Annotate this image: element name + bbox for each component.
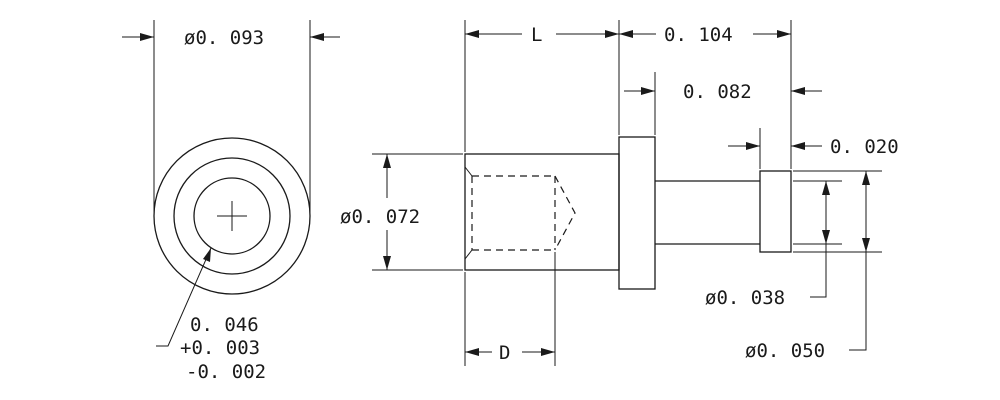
label-overall-length: 0. 104 <box>664 24 733 46</box>
end-view: ø0. 093 0. 046 +0. 003 -0. 002 <box>122 20 340 383</box>
collar-outline <box>759 170 792 253</box>
arrow-L-right <box>605 30 619 38</box>
arrow-050-top <box>862 171 870 185</box>
chamfer-bottom <box>464 249 473 260</box>
label-outer-diameter: ø0. 093 <box>184 27 264 49</box>
label-L: L <box>531 24 542 46</box>
hidden-drill-point <box>554 175 576 251</box>
label-shank-length: 0. 082 <box>683 81 752 103</box>
leader-bore <box>156 247 212 347</box>
arrow-D-right <box>541 348 555 356</box>
arrow-038-top <box>822 181 830 195</box>
end-view-middle-circle <box>173 157 291 275</box>
arrow-072-top <box>383 154 391 168</box>
leader-050 <box>849 252 867 351</box>
arrow-outer-right <box>310 33 324 41</box>
label-pin-diameter: ø0. 038 <box>705 287 785 309</box>
chamfer-top <box>464 166 473 177</box>
label-collar-diameter: ø0. 050 <box>745 340 825 362</box>
arrow-072-bottom <box>383 256 391 270</box>
arrow-leader-bore <box>203 248 211 262</box>
arrow-082-right <box>791 87 805 95</box>
arrow-050-bottom <box>862 238 870 252</box>
label-bore-tol-plus: +0. 003 <box>180 337 260 359</box>
end-view-inner-circle <box>193 177 271 255</box>
flange-outline <box>618 136 656 290</box>
label-collar-width: 0. 020 <box>830 136 899 158</box>
arrow-020-right <box>791 142 805 150</box>
side-view: L 0. 104 0. 082 0. 020 ø0. 072 <box>340 20 899 366</box>
arrow-L-left <box>465 30 479 38</box>
body-outline <box>464 153 620 271</box>
arrow-outer-left <box>140 33 154 41</box>
label-bore-diameter: 0. 046 <box>190 314 259 336</box>
label-bore-tol-minus: -0. 002 <box>186 361 266 383</box>
leader-038 <box>810 244 827 298</box>
arrow-020-left <box>746 142 760 150</box>
arrow-104-right <box>777 30 791 38</box>
arrow-082-left <box>641 87 655 95</box>
arrow-D-left <box>465 348 479 356</box>
label-D: D <box>499 342 510 364</box>
arrow-104-left <box>619 30 633 38</box>
label-body-diameter: ø0. 072 <box>340 206 420 228</box>
arrow-038-bottom <box>822 230 830 244</box>
